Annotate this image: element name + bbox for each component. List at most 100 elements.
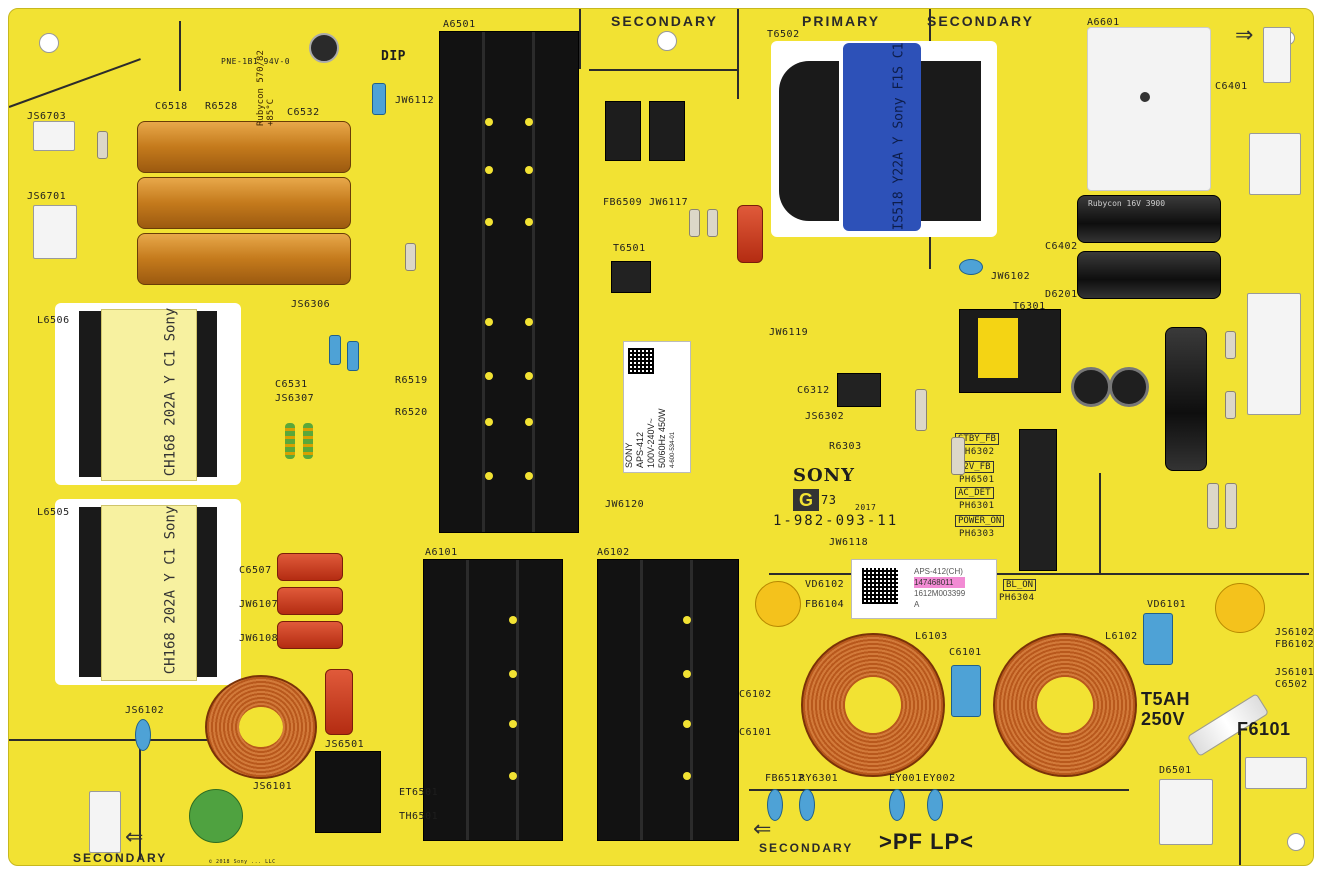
pcb-trace — [9, 739, 219, 741]
grade-g-mark: G — [793, 489, 819, 511]
arrow-right-icon: ⇒ — [1235, 23, 1254, 48]
refdes-d6103: VD6102 — [805, 579, 845, 590]
refdes-ey001: ET6501 — [399, 787, 439, 798]
label-power-on: POWER_ON — [955, 515, 1005, 527]
resistor-r6520 — [303, 423, 313, 459]
refdes-l6103: L6103 — [915, 631, 948, 642]
label-serial: 147468011 — [914, 577, 966, 588]
pcb-trace — [1099, 473, 1101, 573]
refdes-c6508: C6507 — [239, 565, 272, 576]
small-electrolytic-cap — [309, 33, 339, 63]
connector-cn6401 — [1247, 293, 1301, 415]
refdes-ic6301: C6312 — [797, 385, 830, 396]
connector-cn6504 — [33, 205, 77, 259]
resistor-r6303 — [951, 437, 965, 475]
refdes-c6107: EY001 — [889, 773, 922, 784]
label-ac-det: AC_DET — [955, 487, 994, 499]
x-cap-c6102 — [951, 665, 981, 717]
fuse-refdes: F6101 — [1237, 719, 1291, 739]
y-cap-c6108 — [927, 789, 943, 821]
refdes-a6101: A6101 — [425, 547, 458, 558]
electrolytic-cap-c6402 — [1077, 251, 1221, 299]
refdes-c6110: RY6301 — [799, 773, 839, 784]
label-bl-on: BL_ON — [1003, 579, 1037, 591]
refdes-jw6118: JW6118 — [829, 537, 869, 548]
label-suffix: A — [914, 600, 920, 609]
y-cap-c6107 — [889, 789, 905, 821]
arrow-left-icon: ⇐ — [125, 825, 144, 850]
rating-input: 100V-240V~ — [646, 418, 656, 468]
refdes-q6506: FB6509 — [603, 197, 643, 208]
refdes-a6501: A6501 — [443, 19, 476, 30]
fuse-rating-voltage: 250V — [1141, 709, 1186, 729]
copyright-text: © 2018 Sony ... LLC — [209, 859, 276, 865]
y-cap-c6109 — [767, 789, 783, 821]
resistor-r6701 — [97, 131, 108, 159]
refdes-a6601: A6601 — [1087, 17, 1120, 28]
refdes-ph6303: PH6303 — [959, 529, 995, 539]
terminal-et6402 — [1263, 27, 1291, 83]
thermistor-th6501 — [189, 789, 243, 843]
cap-c6511 — [347, 341, 359, 371]
electrolytic-cap-c6403 — [1165, 327, 1207, 471]
refdes-ry6301: JS6501 — [325, 739, 365, 750]
electrolytic-cap-c6531 — [137, 177, 351, 229]
toroid-l6504 — [205, 675, 317, 779]
zone-label-secondary-right: SECONDARY — [927, 13, 1034, 29]
dip-label: DIP — [381, 49, 406, 64]
relay-ry6301 — [315, 751, 381, 833]
qr-code — [862, 568, 898, 604]
zone-label-secondary-bottom-left: SECONDARY — [73, 851, 168, 865]
rating-label: SONY APS-412 100V-240V~ 50/60Hz 450W 4-6… — [623, 341, 691, 473]
refdes-c6402: D6201 — [1045, 289, 1078, 300]
refdes-l6505: L6505 — [37, 507, 70, 518]
refdes-t6301: T6301 — [1013, 301, 1046, 312]
module-a6601 — [1087, 27, 1211, 191]
resistor-r6519 — [285, 423, 295, 459]
resistor-r6422 — [1225, 483, 1237, 529]
y-cap-c6545 — [372, 83, 386, 115]
y-cap-c6502 — [135, 719, 151, 751]
refdes-d6104: FB6104 — [805, 599, 845, 610]
refdes-c6109: FB6512 — [765, 773, 805, 784]
refdes-fb6104: C6102 — [739, 689, 772, 700]
mounting-hole — [657, 31, 677, 51]
terminal-et6501 — [89, 791, 121, 853]
transformer-t6301 — [959, 309, 1061, 393]
resistor-r6412 — [1225, 331, 1236, 359]
zone-label-secondary: SECONDARY — [611, 13, 718, 29]
refdes-ph6501: PH6501 — [959, 475, 995, 485]
x-cap-c6101 — [1143, 613, 1173, 665]
pcb-trace — [1239, 729, 1241, 865]
arrow-left-icon: ⇐ — [753, 817, 772, 842]
terminal-et6101 — [1245, 757, 1307, 789]
label-code: 1612M003399 — [914, 589, 966, 598]
year-label: 2017 — [855, 503, 877, 512]
refdes-r6509: JW6112 — [395, 95, 435, 106]
small-electrolytic-cap — [1109, 367, 1149, 407]
refdes-jw6120: JW6120 — [605, 499, 645, 510]
refdes-c6507: JW6108 — [239, 633, 279, 644]
connector-cn6101 — [1159, 779, 1213, 845]
resistor-r6301 — [915, 389, 927, 431]
refdes-cn6502: JS6703 — [27, 111, 67, 122]
connector-cn6402 — [1249, 133, 1301, 195]
heatsink-a6101 — [423, 559, 563, 841]
refdes-t6502: T6502 — [767, 29, 800, 40]
refdes-jw6110: C6531 — [275, 379, 308, 390]
mosfet-q6506 — [605, 101, 641, 161]
mounting-hole — [39, 33, 59, 53]
electrolytic-cap-c6401: Rubycon 16V 3900 — [1077, 195, 1221, 243]
fuse-rating-current: T5AH — [1141, 689, 1191, 709]
transformer-l6506: CH168 202A Y C1 Sony — [55, 303, 241, 485]
refdes-ph6304: PH6304 — [999, 593, 1035, 603]
pcb-trace — [737, 9, 739, 99]
resistor-r6528 — [405, 243, 416, 271]
film-cap-c6509 — [277, 587, 343, 615]
refdes-jw6111: JS6307 — [275, 393, 315, 404]
pcb-trace — [769, 573, 1309, 575]
refdes-q6501: R6519 — [395, 375, 428, 386]
transformer-t6502: IS518 Y22A Y Sony F1S C1 — [771, 41, 997, 237]
transformer-l6505: CH168 202A Y C1 Sony — [55, 499, 241, 685]
refdes-c6703: JW6102 — [991, 271, 1031, 282]
